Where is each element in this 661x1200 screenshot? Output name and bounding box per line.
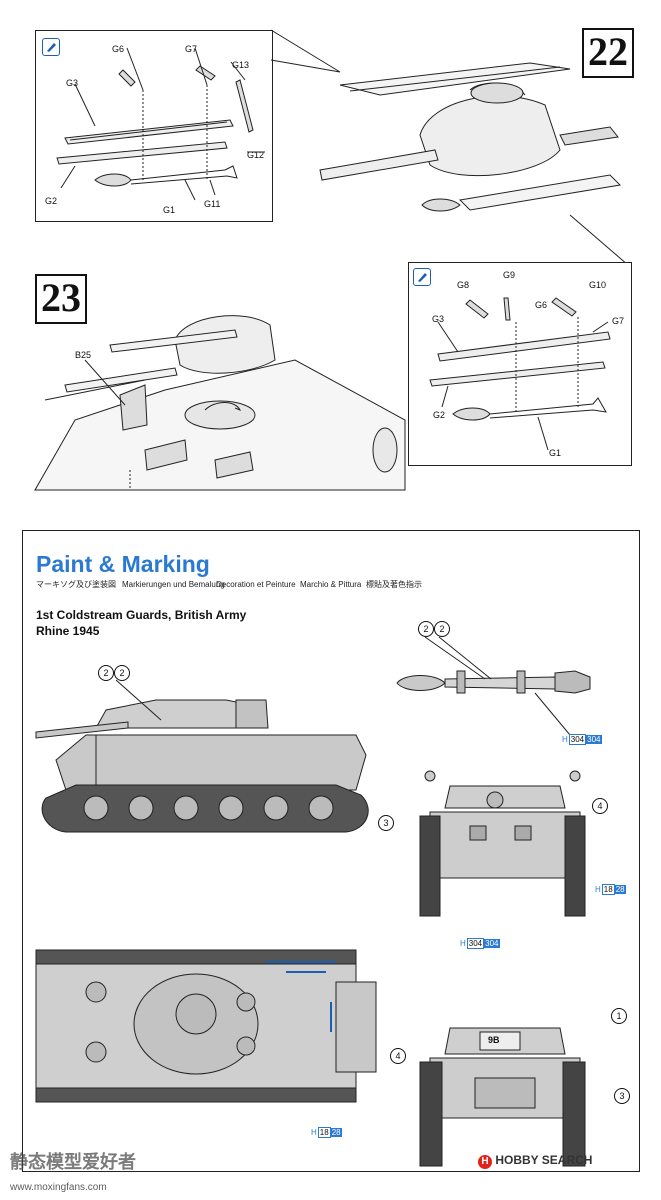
paint-subtitle-cn: 標貼及著色指示 xyxy=(366,580,422,589)
marking-callout: 3 xyxy=(378,815,394,831)
hobby-search-logo: H HOBBY SEARCH xyxy=(478,1153,592,1169)
marking-callout: 2 xyxy=(114,665,130,681)
part-label: G2 xyxy=(433,410,446,420)
step23-number: 23 xyxy=(35,274,87,324)
paint-title: Paint & Marking xyxy=(36,551,210,577)
step22-callout-line-2 xyxy=(560,214,630,266)
part-label: G6 xyxy=(112,44,125,54)
paint-subtitle-it: Marchio & Pittura xyxy=(300,580,362,589)
part-label: G13 xyxy=(232,60,250,70)
watermark-cn: 静态模型爱好者 xyxy=(10,1152,136,1172)
part-label: G1 xyxy=(549,448,562,458)
tank-plan-view xyxy=(35,949,377,1103)
part-label: G11 xyxy=(204,199,221,209)
part-label: G9 xyxy=(503,270,516,280)
part-label: B25 xyxy=(75,350,92,360)
paint-subtitle-jp: マーキソグ及び塗装図 xyxy=(36,580,116,589)
step23-hull-drawing xyxy=(34,315,406,491)
unit-location: Rhine 1945 xyxy=(36,624,100,638)
part-label: G6 xyxy=(535,300,548,310)
paint-brush-icon xyxy=(42,38,60,56)
part-label: G1 xyxy=(163,205,176,215)
hobby-search-mark: H xyxy=(478,1155,492,1169)
tank-rear-view xyxy=(419,1027,586,1167)
marking-callout: 3 xyxy=(614,1088,630,1104)
paint-brush-icon xyxy=(413,268,431,286)
tank-side-view xyxy=(35,679,369,833)
tank-front-view xyxy=(419,770,586,917)
rear-plate-number: 9B xyxy=(488,1035,500,1045)
part-label: G12 xyxy=(247,150,265,160)
part-label: G10 xyxy=(589,280,607,290)
part-label: G2 xyxy=(45,196,58,206)
marking-callout: 1 xyxy=(611,1008,627,1024)
part-label: G8 xyxy=(457,280,470,290)
part-label: G7 xyxy=(612,316,625,326)
step22-turret-drawing xyxy=(319,62,622,212)
step22-left-parts-drawing xyxy=(56,47,265,201)
marking-callout: 4 xyxy=(592,798,608,814)
stowage-bin-part-drawing xyxy=(396,636,591,736)
watermark-url: www.moxingfans.com xyxy=(10,1182,107,1193)
unit-name: 1st Coldstream Guards, British Army xyxy=(36,608,247,622)
step22-right-parts-drawing xyxy=(429,297,611,451)
part-label: G7 xyxy=(185,44,198,54)
part-label: G3 xyxy=(432,314,445,324)
marking-callout: 2 xyxy=(434,621,450,637)
hobby-search-text: HOBBY SEARCH xyxy=(495,1153,593,1167)
marking-callout: 4 xyxy=(390,1048,406,1064)
step22-number: 22 xyxy=(582,28,634,78)
step22-callout-line xyxy=(270,29,341,73)
part-label: G3 xyxy=(66,78,79,88)
marking-callout: 2 xyxy=(418,621,434,637)
paint-subtitle-fr: Decoration et Peinture xyxy=(216,580,296,589)
marking-callout: 2 xyxy=(98,665,114,681)
paint-subtitle-de: Markierungen und Bemalung xyxy=(122,580,225,589)
